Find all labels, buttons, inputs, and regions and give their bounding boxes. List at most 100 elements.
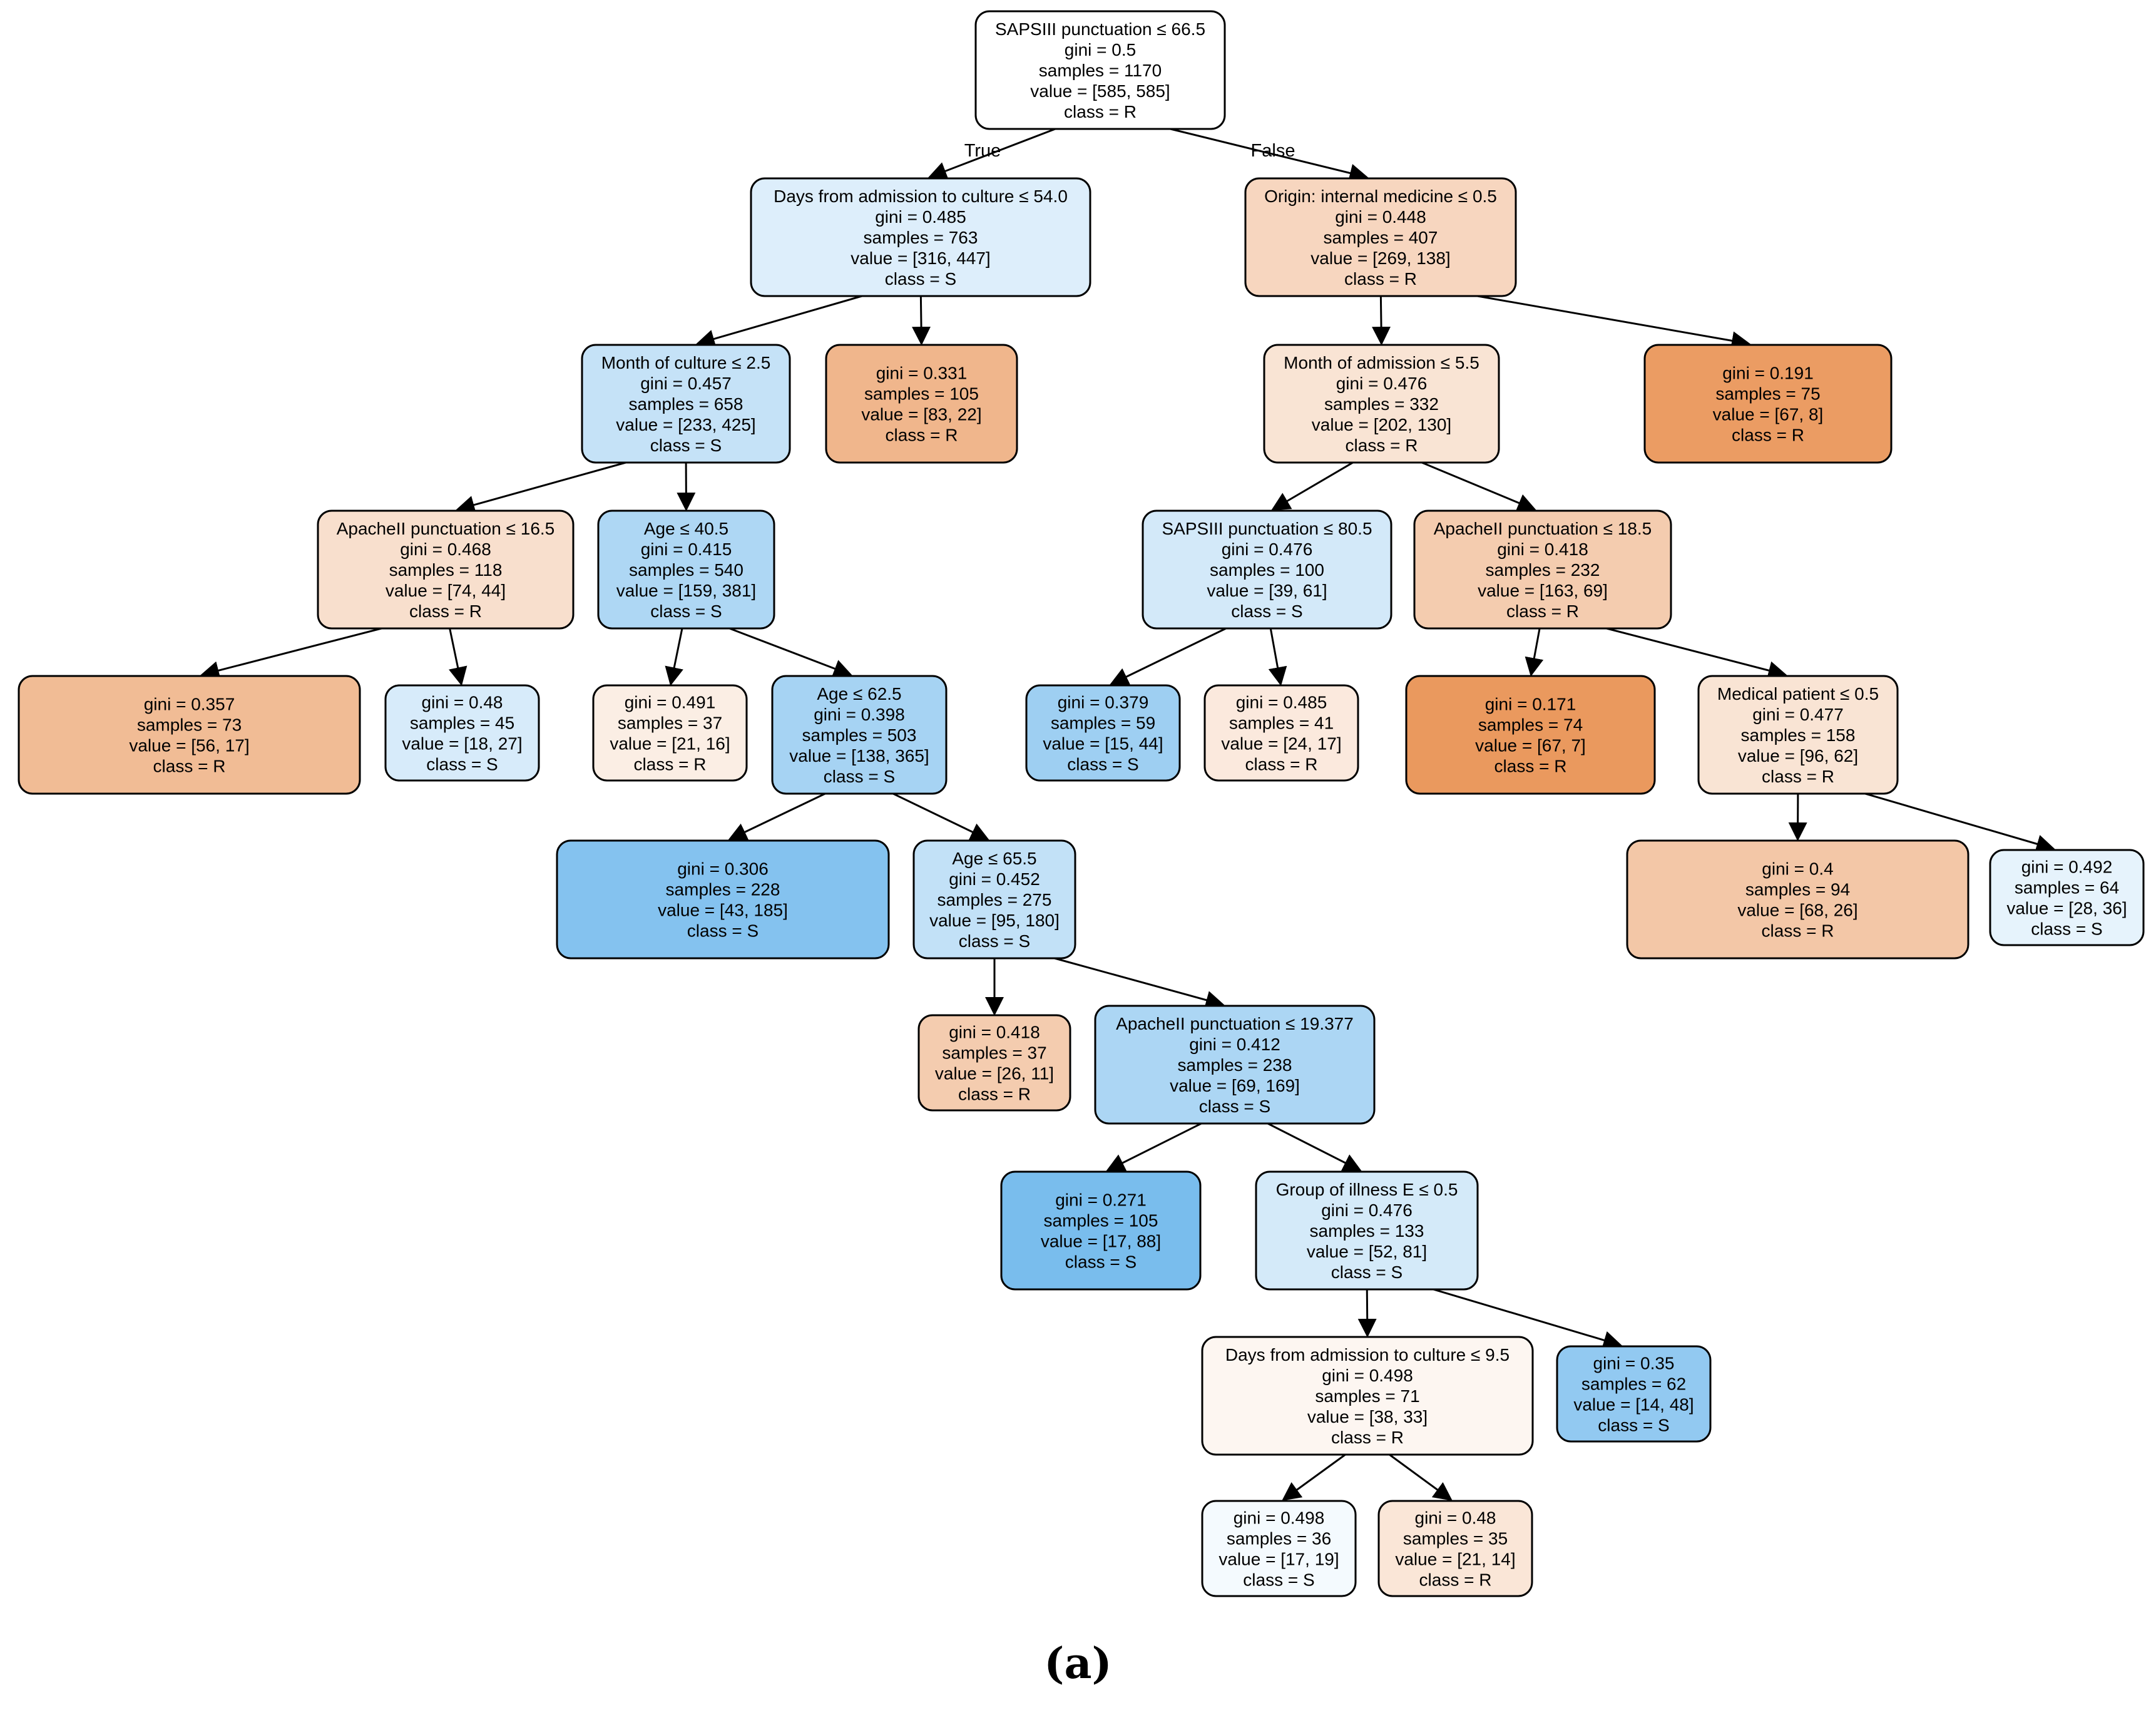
edge-arrow-n2-n6: [1477, 295, 1751, 351]
node-text-line: samples = 94: [1745, 880, 1850, 899]
node-text-line: gini = 0.5: [1065, 40, 1136, 59]
node-text-line: samples = 74: [1478, 715, 1583, 735]
node-text-line: samples = 763: [864, 228, 978, 247]
node-text-line: gini = 0.468: [400, 540, 491, 559]
node-text-line: samples = 100: [1210, 560, 1324, 580]
node-text-line: value = [17, 19]: [1218, 1550, 1339, 1569]
node-text-line: samples = 105: [864, 384, 979, 404]
node-box: [597, 509, 775, 630]
node-box: [1094, 1005, 1376, 1125]
node-text-line: value = [163, 69]: [1478, 581, 1608, 600]
node-text-line: gini = 0.4: [1762, 859, 1833, 879]
edge-arrow-n1-n3: [695, 295, 862, 348]
edge-arrow-n18-n22: [1864, 792, 2055, 853]
node-text-line: class = R: [1762, 921, 1834, 941]
node-box: [317, 509, 575, 630]
node-text-line: value = [585, 585]: [1030, 81, 1170, 101]
edge-arrow-n27-n29: [1282, 1453, 1346, 1501]
node-text-line: value = [69, 169]: [1170, 1076, 1300, 1095]
node-text-line: value = [233, 425]: [616, 415, 755, 434]
edge-arrow-n14-n19: [728, 792, 826, 841]
node-text-line: class = R: [1494, 757, 1567, 776]
node-box: [384, 684, 540, 782]
node-text-line: samples = 1170: [1039, 61, 1162, 80]
edge-label-false: False: [1251, 141, 1295, 161]
node-text-line: value = [26, 11]: [935, 1064, 1054, 1083]
node-text-line: samples = 62: [1581, 1374, 1686, 1394]
node-text-line: gini = 0.492: [2021, 857, 2113, 877]
node-box: [974, 10, 1226, 130]
edge-arrow-n10-n18: [1606, 627, 1787, 680]
node-text-line: gini = 0.476: [1336, 374, 1428, 393]
node-text-line: class = S: [824, 767, 895, 786]
node-text-line: samples = 503: [802, 725, 917, 745]
node-text-line: class = S: [687, 921, 759, 941]
node-text-line: value = [17, 88]: [1041, 1232, 1161, 1251]
node-text-line: gini = 0.498: [1322, 1366, 1413, 1385]
node-text-line: Days from admission to culture ≤ 54.0: [774, 187, 1068, 206]
node-box: [912, 839, 1076, 960]
node-text-line: class = S: [426, 755, 498, 774]
node-text-line: Age ≤ 65.5: [952, 849, 1036, 868]
node-text-line: value = [21, 16]: [610, 734, 730, 754]
node-text-line: class = S: [885, 269, 956, 289]
edge-arrow-n0-n1: [927, 128, 1056, 180]
node-box: [1201, 1336, 1534, 1456]
node-text-line: ApacheII punctuation ≤ 18.5: [1434, 519, 1652, 538]
node-text-line: value = [15, 44]: [1043, 734, 1163, 754]
node-text-line: samples = 41: [1229, 714, 1334, 733]
node-box: [1413, 509, 1672, 630]
node-box: [18, 675, 361, 795]
node-text-line: value = [138, 365]: [789, 746, 929, 765]
node-text-line: value = [159, 381]: [616, 581, 756, 600]
node-text-line: class = R: [153, 757, 226, 776]
tree-node-n27: Days from admission to culture ≤ 9.5 gini…: [1201, 1336, 1534, 1456]
node-text-line: SAPSIII punctuation ≤ 66.5: [995, 19, 1205, 39]
node-box: [581, 344, 791, 464]
node-box: [771, 675, 948, 795]
node-text-line: samples = 73: [137, 715, 242, 735]
node-text-line: Age ≤ 40.5: [644, 519, 728, 538]
node-text-line: Month of culture ≤ 2.5: [601, 353, 771, 372]
node-text-line: value = [39, 61]: [1207, 581, 1327, 600]
edge-arrow-n5-n10: [1421, 461, 1536, 512]
node-text-line: class = R: [1245, 755, 1318, 774]
node-text-line: gini = 0.171: [1485, 695, 1576, 714]
edge-arrow-n7-n12: [448, 628, 467, 686]
node-text-line: value = [38, 33]: [1307, 1407, 1428, 1426]
edge-arrow-n5-n9: [1271, 461, 1354, 511]
node-text-line: Month of admission ≤ 5.5: [1284, 353, 1479, 372]
tree-node-n1: Days from admission to culture ≤ 54.0gin…: [750, 177, 1091, 297]
node-text-line: SAPSIII punctuation ≤ 80.5: [1162, 519, 1372, 538]
node-text-line: samples = 238: [1178, 1055, 1292, 1075]
node-text-line: gini = 0.35: [1593, 1354, 1675, 1373]
node-text-line: class = R: [886, 426, 958, 445]
node-text-line: Group of illness E ≤ 0.5: [1276, 1180, 1458, 1199]
node-text-line: gini = 0.48: [422, 693, 503, 712]
node-text-line: value = [52, 81]: [1307, 1242, 1427, 1261]
node-text-line: value = [24, 17]: [1221, 734, 1341, 754]
node-text-line: gini = 0.412: [1189, 1035, 1280, 1054]
node-text-line: samples = 45: [410, 714, 514, 733]
node-text-line: Days from admission to culture ≤ 9.5: [1225, 1345, 1510, 1364]
node-text-line: value = [96, 62]: [1738, 746, 1858, 765]
node-text-line: samples = 36: [1227, 1529, 1331, 1549]
node-text-line: gini = 0.457: [640, 374, 732, 393]
node-text-line: class = S: [1598, 1416, 1669, 1435]
node-text-line: value = [67, 7]: [1475, 736, 1586, 755]
node-text-line: gini = 0.415: [641, 540, 732, 559]
node-text-line: class = R: [1346, 436, 1418, 455]
node-text-line: gini = 0.418: [1497, 540, 1588, 559]
node-box: [1244, 177, 1517, 297]
node-text-line: gini = 0.191: [1722, 364, 1814, 383]
